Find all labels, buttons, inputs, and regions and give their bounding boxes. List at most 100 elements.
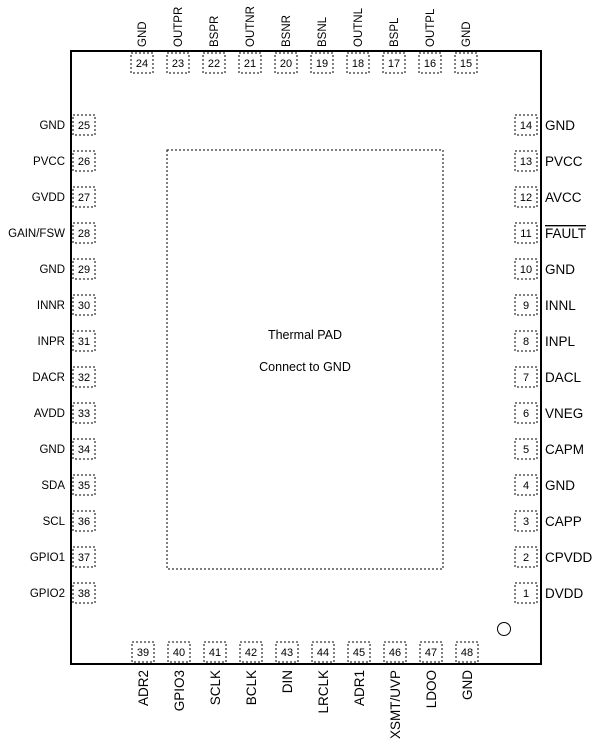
pin-label: OUTPL [425, 8, 437, 47]
pin-label: BSNR [281, 15, 293, 47]
pin-number: 10 [520, 264, 532, 276]
thermal-pad-note: Connect to GND [259, 360, 351, 374]
pin-box [514, 150, 538, 172]
pin-number: 22 [208, 58, 220, 70]
pin-37: 37 GPIO1 [30, 546, 96, 568]
pin-box [514, 582, 538, 604]
thermal-pad [166, 149, 444, 570]
pin-box [419, 641, 443, 663]
pin-number: 36 [78, 516, 90, 528]
pin-number: 29 [78, 264, 90, 276]
pin-label: INNL [545, 298, 576, 313]
pin-22: 22 BSPR [202, 16, 226, 74]
pin-number: 33 [78, 408, 90, 420]
pin-box [72, 546, 96, 568]
pin-number: 18 [352, 58, 364, 70]
pin-box [166, 52, 190, 74]
pin-box [72, 294, 96, 316]
pin-box [346, 52, 370, 74]
pin-label: FAULT [545, 226, 586, 241]
pin-label: GVDD [32, 192, 65, 204]
pin-number: 4 [523, 480, 529, 492]
pin-box [310, 52, 334, 74]
pin-number: 16 [424, 58, 436, 70]
pin-label: GND [545, 478, 575, 493]
pin-number: 37 [78, 552, 90, 564]
pin-label: INNR [37, 300, 65, 312]
pin-number: 25 [78, 120, 90, 132]
pin-number: 42 [245, 647, 257, 659]
pin-box [383, 641, 407, 663]
pin-number: 27 [78, 192, 90, 204]
pin-label: OUTNR [245, 6, 257, 47]
pin-label: OUTNL [353, 7, 365, 47]
pin-number: 20 [280, 58, 292, 70]
thermal-pad-title: Thermal PAD [268, 328, 342, 342]
pin-box [239, 641, 263, 663]
pin-number: 11 [520, 228, 531, 240]
pin-box [514, 474, 538, 496]
pin-label: GPIO1 [30, 552, 65, 564]
pin-label: GND [545, 118, 575, 133]
pin-box [514, 330, 538, 352]
pin-label: GAIN/FSW [8, 228, 65, 240]
pin-number: 7 [523, 372, 529, 384]
pin-number: 35 [78, 480, 90, 492]
pin-box [72, 258, 96, 280]
pin-10: 10 GND [514, 258, 575, 280]
pin-box [72, 474, 96, 496]
pin-box [203, 641, 227, 663]
pin-number: 41 [209, 647, 221, 659]
pin-number: 28 [78, 228, 90, 240]
pin-label: BSPR [209, 16, 221, 47]
pin-number: 48 [461, 647, 473, 659]
pin-label: GND [39, 444, 65, 456]
pin-label: ADR2 [136, 670, 151, 706]
pin-box [514, 438, 538, 460]
pin-label: OUTPR [173, 7, 185, 47]
pin-box [514, 546, 538, 568]
pin-number: 47 [425, 647, 437, 659]
pin-number: 5 [523, 444, 529, 456]
pin-label: DIN [280, 670, 295, 693]
pin-label: GND [545, 262, 575, 277]
pin-box [72, 150, 96, 172]
pin-number: 13 [520, 156, 532, 168]
pin-box [72, 582, 96, 604]
pin-label: GND [461, 21, 473, 47]
pin-box [455, 641, 479, 663]
pin-box [72, 330, 96, 352]
pin-number: 19 [316, 58, 328, 70]
pin-box [454, 52, 478, 74]
pin-number: 38 [78, 588, 90, 600]
pin-box [72, 438, 96, 460]
pin-11: 11 FAULT [514, 222, 586, 244]
pin-box [167, 641, 191, 663]
pin-label: CAPP [545, 514, 582, 529]
pin-number: 8 [523, 336, 529, 348]
pin-box [514, 366, 538, 388]
pin-box [514, 186, 538, 208]
